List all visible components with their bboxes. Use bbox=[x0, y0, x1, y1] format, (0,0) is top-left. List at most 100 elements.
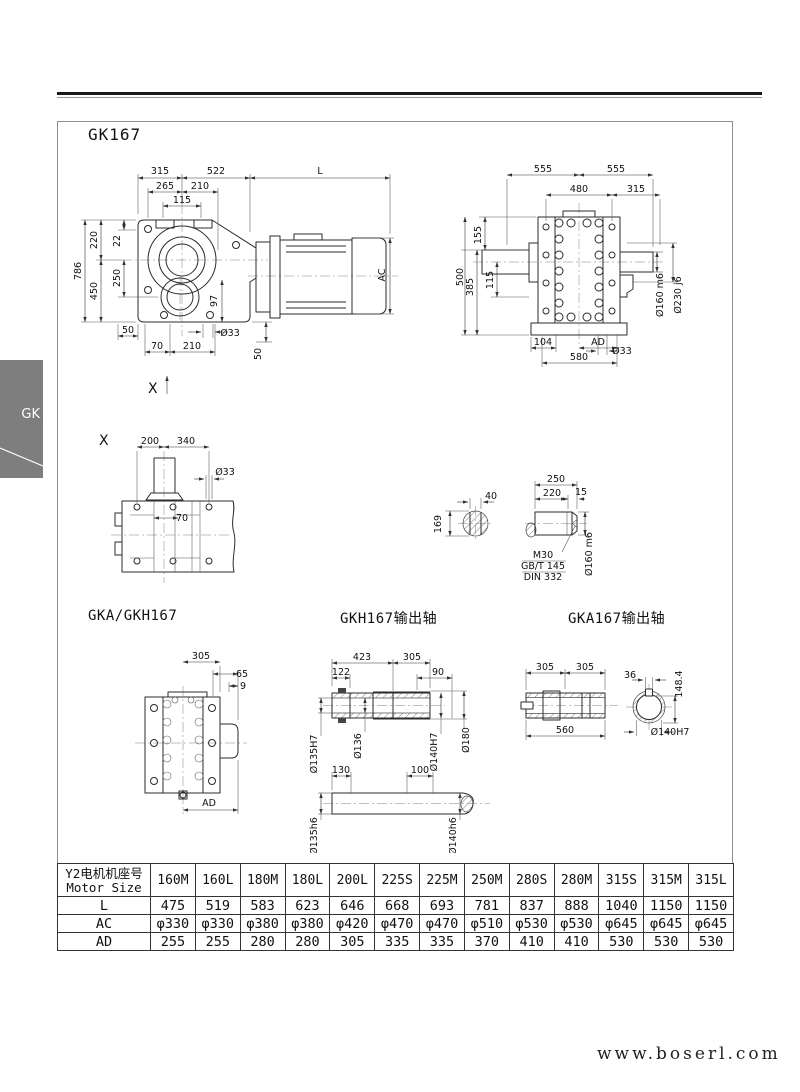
column-header: 180L bbox=[284, 863, 331, 897]
table-cell: 519 bbox=[194, 896, 241, 915]
table-cell: 693 bbox=[419, 896, 465, 915]
centerlines bbox=[111, 451, 230, 583]
dim-d180: Ø180 bbox=[461, 727, 472, 753]
dim-d135H7: Ø135H7 bbox=[309, 735, 320, 774]
table-cell: 623 bbox=[284, 896, 331, 915]
table-cell: 668 bbox=[374, 896, 421, 915]
dimension-lines bbox=[448, 483, 587, 537]
dim-100: 100 bbox=[411, 765, 429, 776]
dim-786: 786 bbox=[73, 262, 84, 280]
table-cell: 410 bbox=[508, 932, 555, 951]
shaft-end-detail-drawing: 40 169 250 220 15 Ø160 m6 M30 GB/T 145 D… bbox=[433, 474, 595, 583]
housing-outline bbox=[144, 691, 239, 800]
column-header: 160L bbox=[194, 863, 241, 897]
table-cell: φ530 bbox=[553, 914, 600, 933]
dim-d140H7: Ø140H7 bbox=[651, 727, 690, 738]
dimension-labels: 555 555 480 315 155 385 115 500 104 AD 5… bbox=[455, 164, 684, 363]
table-cell: φ380 bbox=[239, 914, 286, 933]
gkh167-output-shaft-drawing: 423 305 122 90 Ø135H7 Ø136 Ø140H7 Ø180 1… bbox=[309, 652, 490, 853]
dim-305-right: 305 bbox=[576, 662, 594, 673]
dimension-lines bbox=[525, 671, 677, 738]
dim-d160m6: Ø160 m6 bbox=[584, 532, 595, 576]
gk167-front-view-drawing: 555 555 480 315 155 385 115 500 104 AD 5… bbox=[455, 164, 684, 367]
table-cell: φ330 bbox=[194, 914, 241, 933]
dim-250: 250 bbox=[112, 269, 123, 287]
dim-d33: Ø33 bbox=[612, 346, 632, 357]
centerlines bbox=[473, 203, 663, 347]
header-rule-thin bbox=[57, 97, 762, 98]
dimension-lines bbox=[136, 445, 224, 520]
panel-lines bbox=[130, 451, 213, 572]
table-cell: 280 bbox=[239, 932, 286, 951]
x-view-drawing: X 200 340 Ø33 70 bbox=[99, 433, 236, 583]
gka-gkh167-rear-view-drawing: 305 65 9 AD bbox=[135, 651, 248, 814]
table-cell: 583 bbox=[239, 896, 286, 915]
table-cell: 1150 bbox=[643, 896, 690, 915]
table-cell: 370 bbox=[463, 932, 510, 951]
dim-22: 22 bbox=[112, 235, 123, 247]
table-cell: 530 bbox=[688, 932, 734, 951]
table-cell: 335 bbox=[419, 932, 465, 951]
table-cell: φ510 bbox=[463, 914, 510, 933]
section-title-gkh167-shaft: GKH167输出轴 bbox=[340, 611, 438, 627]
series-tab-label: GK bbox=[21, 407, 40, 422]
dim-50-left: 50 bbox=[122, 325, 134, 336]
dimension-labels: 305 65 9 AD bbox=[192, 651, 248, 809]
table-cell: 475 bbox=[150, 896, 196, 915]
dimension-labels: 423 305 122 90 Ø135H7 Ø136 Ø140H7 Ø180 1… bbox=[309, 652, 472, 853]
column-header: 315L bbox=[688, 863, 734, 897]
extension-lines bbox=[318, 659, 467, 820]
dim-104: 104 bbox=[534, 337, 552, 348]
tab-diagonal-line bbox=[0, 447, 43, 467]
shaft-outline bbox=[469, 511, 578, 536]
dimension-lines bbox=[463, 173, 675, 365]
dim-155: 155 bbox=[473, 226, 484, 244]
dim-AD: AD bbox=[591, 337, 605, 348]
table-cell: 255 bbox=[150, 932, 196, 951]
column-header: 200L bbox=[329, 863, 376, 897]
extension-lines bbox=[81, 174, 394, 356]
gk167-side-view-drawing: 315 522 L 265 210 115 786 220 450 22 250… bbox=[73, 166, 398, 397]
row-label: AD bbox=[57, 932, 151, 951]
row-label: L bbox=[57, 896, 151, 915]
retaining-ring-top bbox=[338, 688, 346, 693]
column-header: 160M bbox=[150, 863, 196, 897]
dim-15: 15 bbox=[575, 487, 587, 498]
dim-555-left: 555 bbox=[534, 164, 552, 175]
column-header: 315M bbox=[643, 863, 690, 897]
table-cell: 335 bbox=[374, 932, 421, 951]
dimension-lines bbox=[319, 661, 466, 815]
dim-265: 265 bbox=[156, 181, 174, 192]
dim-d230j6: Ø230 j6 bbox=[673, 276, 684, 313]
page-title: GK167 bbox=[88, 125, 142, 144]
dimension-labels: 315 522 L 265 210 115 786 220 450 22 250… bbox=[73, 166, 388, 397]
table-cell: 305 bbox=[329, 932, 376, 951]
website-footer: www.boserl.com bbox=[597, 1044, 781, 1064]
column-header: 225M bbox=[419, 863, 465, 897]
standard-gbt145: GB/T 145 bbox=[521, 561, 565, 572]
dim-210-top: 210 bbox=[191, 181, 209, 192]
bolt-scallops bbox=[162, 666, 239, 814]
dim-210-bottom: 210 bbox=[183, 341, 201, 352]
dim-d135h6: Ø135h6 bbox=[309, 817, 320, 853]
dim-500: 500 bbox=[455, 268, 466, 286]
table-cell: φ645 bbox=[598, 914, 645, 933]
dim-65: 65 bbox=[236, 669, 248, 680]
column-header: 225S bbox=[374, 863, 421, 897]
table-cell: 781 bbox=[463, 896, 510, 915]
dim-AD: AD bbox=[202, 798, 216, 809]
dim-d33: Ø33 bbox=[215, 467, 235, 478]
table-cell: φ645 bbox=[688, 914, 734, 933]
dim-385: 385 bbox=[465, 278, 476, 296]
dim-148-4: 148.4 bbox=[674, 670, 685, 697]
dim-L: L bbox=[317, 166, 323, 177]
dim-122: 122 bbox=[332, 667, 350, 678]
center-hole-m30: M30 bbox=[533, 550, 553, 561]
dim-220: 220 bbox=[543, 488, 561, 499]
dim-40: 40 bbox=[485, 491, 497, 502]
centerlines bbox=[122, 204, 398, 336]
header-en: Motor Size bbox=[66, 879, 142, 895]
table-corner-header: Y2电机机座号 Motor Size bbox=[57, 863, 151, 897]
